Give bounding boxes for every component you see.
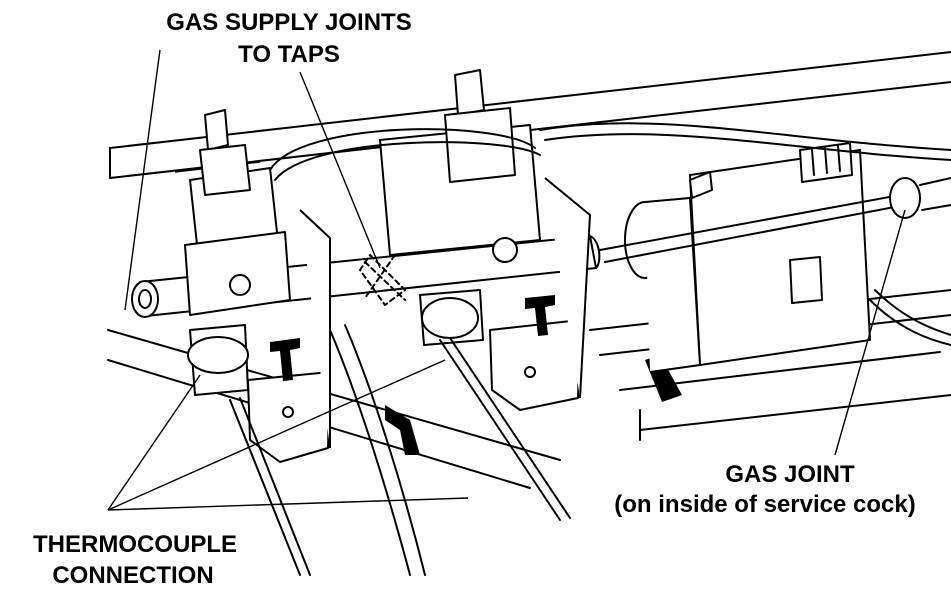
tubes bbox=[229, 122, 951, 576]
label-gas-supply-joints: GAS SUPPLY JOINTS bbox=[166, 9, 411, 36]
label-service-cock: (on inside of service cock) bbox=[614, 491, 915, 518]
supply-tube-joint bbox=[359, 254, 406, 306]
mounting-brackets bbox=[247, 177, 591, 463]
left-gas-tap bbox=[184, 109, 291, 396]
label-to-taps: TO TAPS bbox=[238, 41, 340, 68]
callout-leaders bbox=[107, 49, 906, 511]
center-gas-tap bbox=[379, 69, 541, 346]
service-cock bbox=[624, 142, 871, 373]
label-thermocouple: THERMOCOUPLE bbox=[33, 531, 237, 558]
label-gas-joint: GAS JOINT bbox=[725, 461, 855, 488]
label-connection: CONNECTION bbox=[52, 562, 213, 588]
